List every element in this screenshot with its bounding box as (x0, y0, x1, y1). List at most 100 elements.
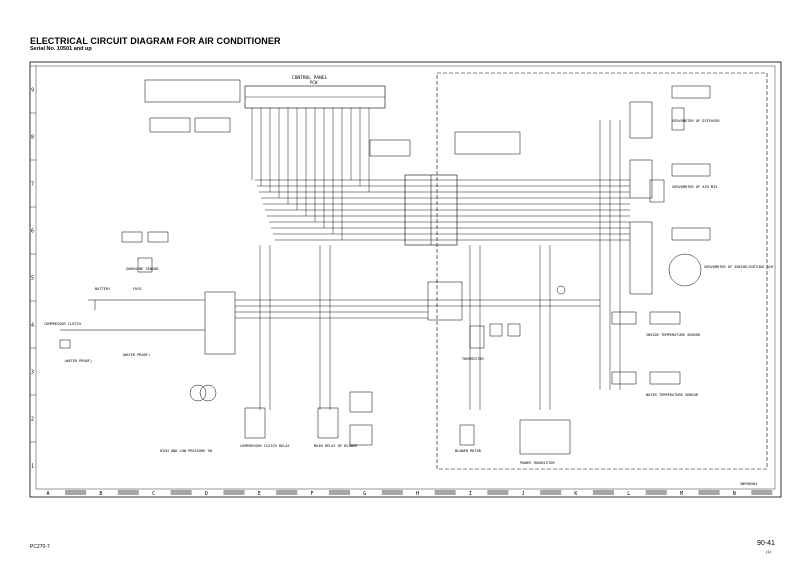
inside-temp-connector (611, 311, 637, 325)
row-label: 2 (31, 417, 34, 423)
label-comp: COMPRESSOR CLUTCH (44, 322, 81, 326)
label-drawno: 5NP00504 (740, 482, 757, 486)
column-marker (487, 490, 509, 495)
column-marker (328, 490, 351, 495)
control-panel-block: CONTROL PANEL PCW (244, 75, 386, 109)
row-label: 4 (31, 323, 34, 329)
row-label: 7 (31, 182, 34, 188)
thermistor (469, 325, 485, 349)
sunshine-sensor (137, 257, 153, 273)
servo-diffuser-plug (671, 85, 711, 99)
cp-sub: PCW (310, 80, 318, 85)
label-therm: THERMISTOR (462, 357, 484, 361)
sunshine-connector-b (147, 231, 169, 243)
column-marker (540, 490, 562, 495)
label-itemp: INSIDE TEMPERATURE SENSOR (646, 333, 701, 337)
column-label: A (47, 491, 50, 497)
label-ptrans: POWER TRANSISTOR (520, 461, 555, 465)
connector-cn-mc1 (427, 281, 463, 321)
label-wtemp: WATER TEMPERATURE SENSOR (646, 393, 699, 397)
sunshine-connector-a (121, 231, 143, 243)
column-marker (751, 490, 773, 495)
thermistor-plug-a (489, 323, 503, 337)
column-marker (170, 490, 192, 495)
connector-cn-m14 (454, 131, 521, 155)
column-label: N (733, 491, 736, 497)
column-label: C (152, 491, 155, 497)
page-sub: (1) (766, 549, 771, 554)
diagram-subtitle: Serial No. 10501 and up (30, 46, 92, 52)
servo-diffuser-connector (629, 101, 653, 139)
column-marker (434, 490, 456, 495)
row-label: 3 (31, 370, 34, 376)
label-water1: (WATER PROOF) (64, 359, 92, 363)
label-sun: SUNSHINE SENSOR (126, 267, 159, 271)
relay-plug-a (349, 391, 373, 413)
column-marker (65, 490, 87, 495)
servo-airmix-plug (671, 163, 711, 177)
servo-inout-connector (629, 221, 653, 295)
blower-main-relay (317, 407, 339, 439)
connector-cn-p10 (144, 79, 241, 103)
column-marker (645, 490, 667, 495)
blower-motor (459, 424, 475, 446)
water-temp-plug (649, 371, 681, 385)
relay-junction (204, 291, 236, 355)
label-sdiff: SERVOMOTOR OF DIFFUSER (672, 119, 720, 123)
diagram-title: ELECTRICAL CIRCUIT DIAGRAM FOR AIR CONDI… (30, 36, 281, 46)
page-number: 90-41 (757, 540, 775, 547)
label-mrelay: MAIN RELAY OF BLOWER (314, 444, 358, 448)
column-marker (698, 490, 720, 495)
column-label: G (363, 491, 366, 497)
label-press: HIGH AND LOW PRESSURE SW (160, 449, 213, 453)
column-marker (276, 490, 298, 495)
connector-cn-m11 (369, 139, 411, 157)
inside-temp-plug (649, 311, 681, 325)
model-number: PC270-7 (30, 544, 50, 550)
column-label: F (310, 491, 313, 497)
servo-inout-plug (671, 227, 711, 241)
label-water2: (WATER PROOF) (122, 353, 150, 357)
diagram-frame (29, 61, 782, 498)
cp-label: CONTROL PANEL (292, 75, 328, 81)
column-label: L (627, 491, 630, 497)
column-label: J (522, 491, 525, 497)
compressor-relay (244, 407, 266, 439)
column-label: E (258, 491, 261, 497)
connector-cn-p15 (149, 117, 191, 133)
row-label: 5 (31, 276, 34, 282)
servo-airmix-connector (629, 159, 653, 199)
servo-diffuser-motor (671, 107, 685, 131)
label-smix: SERVOMOTOR OF AIR MIX (672, 185, 718, 189)
label-blower: BLOWER MOTOR (455, 449, 482, 453)
servo-inout-motor (668, 253, 702, 287)
column-label: K (574, 491, 577, 497)
column-label: D (205, 491, 208, 497)
column-label: M (680, 491, 683, 497)
servo-airmix-motor (649, 179, 665, 203)
label-batt: BATTERY (95, 287, 111, 291)
connector-cn-p16 (194, 117, 231, 133)
relay-plug-b (349, 424, 373, 446)
column-label: B (99, 491, 102, 497)
label-crelay: COMPRESSOR CLUTCH RELAY (240, 444, 291, 448)
column-marker (117, 490, 139, 495)
row-label: 6 (31, 229, 34, 235)
power-transistor (519, 419, 571, 455)
row-label: 9 (31, 88, 34, 94)
column-label: H (416, 491, 419, 497)
row-label: 8 (31, 135, 34, 141)
column-marker (592, 490, 615, 495)
column-marker (223, 490, 245, 495)
fuse-symbol (556, 285, 566, 295)
thermistor-plug-b (507, 323, 521, 337)
pressure-sw-b (199, 384, 217, 402)
column-label: I (469, 491, 472, 497)
row-label: 1 (31, 464, 34, 470)
water-temp-connector (611, 371, 637, 385)
label-sio: SERVOMOTOR OF INSIDE/OUTSIDE AIR (704, 265, 774, 269)
ac-unit-enclosure (436, 72, 768, 470)
compressor-clutch (59, 339, 71, 349)
pressure-sw-a (189, 384, 207, 402)
